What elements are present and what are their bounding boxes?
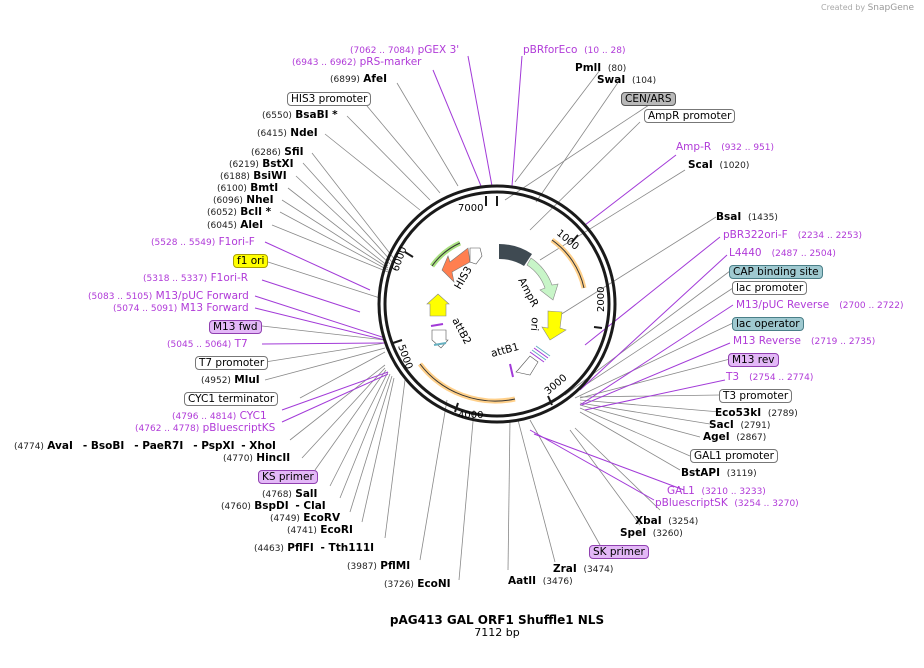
- enzyme-MluI[interactable]: (4952) MluI: [201, 374, 260, 386]
- plasmid-length: 7112 bp: [474, 626, 520, 639]
- feature-labels: HIS3 AmpR ori attB1 attB2: [449, 264, 541, 359]
- svg-text:7000: 7000: [458, 203, 483, 214]
- enzyme-BstXI[interactable]: (6219) BstXI: [229, 158, 294, 170]
- feature-GAL1-promoter[interactable]: GAL1 promoter: [690, 449, 778, 463]
- primer-F1ori-F[interactable]: (5528 .. 5549) F1ori-F: [151, 236, 255, 248]
- backbone-ring: [377, 184, 617, 424]
- snapgene-credit: Created by SnapGene: [821, 3, 914, 13]
- feature-CYC1-terminator[interactable]: CYC1 terminator: [184, 392, 279, 406]
- feature-HIS3-promoter[interactable]: HIS3 promoter: [287, 92, 372, 106]
- enzyme-AgeI[interactable]: AgeI (2867): [703, 431, 767, 443]
- enzyme-NdeI[interactable]: (6415) NdeI: [257, 127, 318, 139]
- primer-pBRforEco[interactable]: pBRforEco (10 .. 28): [523, 44, 626, 56]
- plasmid-name: pAG413 GAL ORF1 Shuffle1 NLS: [389, 613, 605, 627]
- feature-arrows: [418, 237, 587, 404]
- feature-SK-primer[interactable]: SK primer: [589, 545, 649, 559]
- feature-label-AmpR: AmpR: [515, 276, 540, 309]
- feature-AmpR-promoter[interactable]: AmpR promoter: [644, 109, 736, 123]
- enzyme-XbaI[interactable]: XbaI (3254): [635, 515, 699, 527]
- enzyme-AfeI[interactable]: (6899) AfeI: [330, 73, 388, 85]
- feature-f1-ori[interactable]: f1 ori: [233, 254, 269, 268]
- enzyme-AvaI-group[interactable]: (4774) AvaI - BsoBI - PaeR7I - PspXI - X…: [14, 440, 276, 452]
- primer-M13-Reverse[interactable]: M13 Reverse (2719 .. 2735): [733, 335, 876, 347]
- enzyme-BstAPI[interactable]: BstAPI (3119): [681, 467, 757, 479]
- feature-KS-primer[interactable]: KS primer: [258, 470, 318, 484]
- enzyme-PmlI[interactable]: PmlI (80): [575, 62, 627, 74]
- primer-Amp-R[interactable]: Amp-R (932 .. 951): [676, 141, 775, 153]
- primer-T3[interactable]: T3 (2754 .. 2774): [726, 371, 814, 383]
- enzyme-BclI[interactable]: (6052) BclI *: [207, 206, 272, 218]
- primer-T7[interactable]: (5045 .. 5064) T7: [167, 338, 248, 350]
- feature-M13-rev[interactable]: M13 rev: [728, 353, 779, 367]
- enzyme-EcoRV[interactable]: (4749) EcoRV: [270, 512, 341, 524]
- feature-label-attB2: attB2: [449, 316, 473, 347]
- feature-lac-promoter[interactable]: lac promoter: [732, 281, 808, 295]
- enzyme-BsaBI[interactable]: (6550) BsaBI *: [262, 109, 338, 121]
- feature-M13-fwd[interactable]: M13 fwd: [209, 320, 262, 334]
- feature-label-ori: ori: [528, 317, 541, 332]
- enzyme-NheI[interactable]: (6096) NheI: [213, 194, 274, 206]
- primer-pBluescriptSK[interactable]: pBluescriptSK (3254 .. 3270): [655, 497, 799, 509]
- enzyme-BsaI[interactable]: BsaI (1435): [716, 211, 778, 223]
- feature-lac-operator[interactable]: lac operator: [732, 317, 804, 331]
- enzyme-SacI[interactable]: SacI (2791): [709, 419, 771, 431]
- primer-M13-pUC-Forward[interactable]: (5083 .. 5105) M13/pUC Forward: [88, 290, 249, 302]
- primer-pBR322ori-F[interactable]: pBR322ori-F (2234 .. 2253): [723, 229, 862, 241]
- primer-L4440[interactable]: L4440 (2487 .. 2504): [729, 247, 836, 259]
- enzyme-SfiI[interactable]: (6286) SfiI: [251, 146, 304, 158]
- enzyme-BsiWI[interactable]: (6188) BsiWI: [220, 170, 287, 182]
- primer-GAL1[interactable]: GAL1 (3210 .. 3233): [667, 485, 766, 497]
- svg-text:2000: 2000: [596, 287, 607, 312]
- enzyme-Eco53kI[interactable]: Eco53kI (2789): [715, 407, 798, 419]
- enzyme-ZraI[interactable]: ZraI (3474): [553, 563, 614, 575]
- primer-pRS-marker[interactable]: (6943 .. 6962) pRS-marker: [292, 56, 422, 68]
- primer-F1ori-R[interactable]: (5318 .. 5337) F1ori-R: [143, 272, 249, 284]
- feature-T3-promoter[interactable]: T3 promoter: [719, 389, 793, 403]
- enzyme-SpeI[interactable]: SpeI (3260): [620, 527, 683, 539]
- feature-CEN-ARS[interactable]: CEN/ARS: [621, 92, 676, 106]
- enzyme-HincII[interactable]: (4770) HincII: [223, 452, 291, 464]
- primer-CYC1[interactable]: (4796 .. 4814) CYC1: [172, 410, 267, 422]
- enzyme-BspDI-ClaI[interactable]: (4760) BspDI - ClaI: [221, 500, 326, 512]
- enzyme-AleI[interactable]: (6045) AleI: [207, 219, 264, 231]
- enzyme-PflFI-Tth111I[interactable]: (4463) PflFI - Tth111I: [254, 542, 375, 554]
- enzyme-EcoRI[interactable]: (4741) EcoRI: [287, 524, 353, 536]
- primer-M13-pUC-Reverse[interactable]: M13/pUC Reverse (2700 .. 2722): [736, 299, 904, 311]
- primer-pBluescriptKS[interactable]: (4762 .. 4778) pBluescriptKS: [135, 422, 276, 434]
- enzyme-BmtI[interactable]: (6100) BmtI: [217, 182, 279, 194]
- leader-lines: [261, 69, 734, 581]
- ring-ticks: [392, 196, 603, 413]
- snapgene-logo: SnapGene: [867, 3, 914, 13]
- enzyme-PflMI[interactable]: (3987) PflMI: [347, 560, 411, 572]
- enzyme-AatII[interactable]: AatII (3476): [508, 575, 573, 587]
- enzyme-ScaI[interactable]: ScaI (1020): [688, 159, 750, 171]
- feature-label-attB1: attB1: [490, 341, 521, 360]
- feature-T7-promoter[interactable]: T7 promoter: [195, 356, 269, 370]
- svg-text:4000: 4000: [458, 410, 483, 421]
- feature-CAP-binding-site[interactable]: CAP binding site: [729, 265, 823, 279]
- enzyme-EcoNI[interactable]: (3726) EcoNI: [384, 578, 451, 590]
- primer-lines: [254, 55, 734, 501]
- primer-M13-Forward[interactable]: (5074 .. 5091) M13 Forward: [113, 302, 249, 314]
- primer-pGEX3[interactable]: (7062 .. 7084) pGEX 3': [350, 44, 460, 56]
- enzyme-SwaI[interactable]: SwaI (104): [597, 74, 657, 86]
- enzyme-SalI[interactable]: (4768) SalI: [262, 488, 318, 500]
